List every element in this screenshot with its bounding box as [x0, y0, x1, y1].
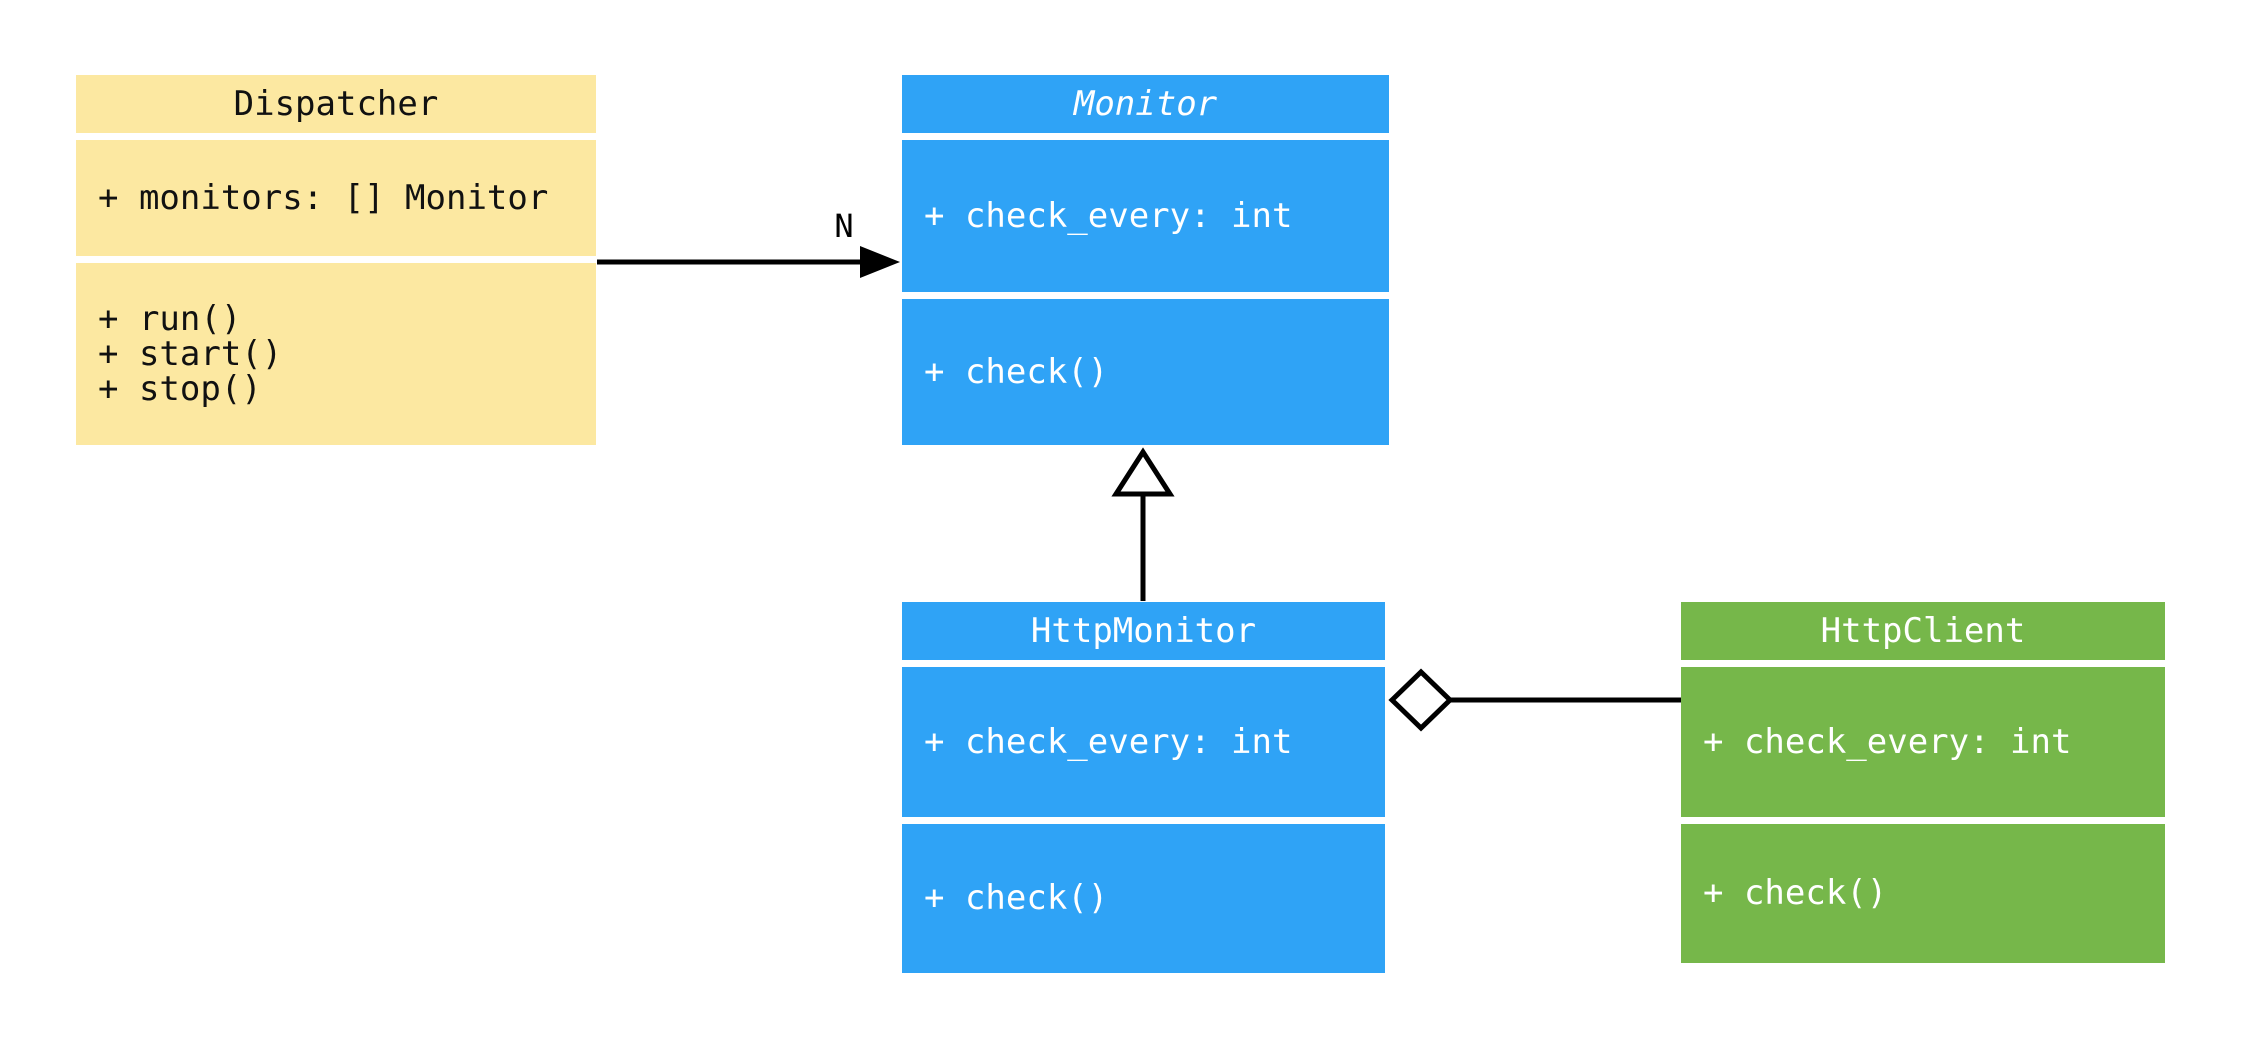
class-monitor-methods: + check()	[902, 299, 1389, 445]
class-httpclient[interactable]: HttpClient + check_every: int + check()	[1681, 602, 2165, 963]
class-monitor-title: Monitor	[902, 75, 1389, 133]
attribute: + check_every: int	[924, 721, 1293, 762]
class-monitor-attributes: + check_every: int	[902, 140, 1389, 292]
class-httpmonitor-methods: + check()	[902, 824, 1385, 973]
attribute: + check_every: int	[1703, 721, 2072, 762]
attribute: + check_every: int	[924, 195, 1293, 236]
arrowhead-filled	[860, 246, 900, 278]
class-httpclient-methods: + check()	[1681, 824, 2165, 963]
attribute: + monitors: [] Monitor	[98, 177, 549, 218]
class-dispatcher-attributes: + monitors: [] Monitor	[76, 140, 596, 256]
association-edge-dispatcher-monitor[interactable]	[597, 246, 900, 278]
class-dispatcher-title: Dispatcher	[76, 75, 596, 133]
generalization-edge-httpmonitor-monitor[interactable]	[1111, 447, 1175, 601]
method: + stop()	[98, 368, 262, 409]
method: + check()	[924, 878, 1109, 918]
method: + check()	[1703, 873, 1888, 913]
aggregation-edge-httpmonitor-httpclient[interactable]	[1388, 668, 1681, 732]
method: + start()	[98, 333, 283, 374]
class-httpclient-attributes: + check_every: int	[1681, 667, 2165, 817]
class-monitor[interactable]: Monitor + check_every: int + check()	[902, 75, 1389, 445]
association-multiplicity-label: N	[834, 207, 854, 245]
aggregation-diamond-icon	[1388, 668, 1454, 732]
class-httpmonitor-attributes: + check_every: int	[902, 667, 1385, 817]
method: + check()	[924, 351, 1109, 392]
inheritance-triangle-icon	[1111, 447, 1175, 497]
class-httpmonitor-title: HttpMonitor	[902, 602, 1385, 660]
class-httpclient-title: HttpClient	[1681, 602, 2165, 660]
method: + run()	[98, 298, 242, 339]
class-dispatcher-methods: + run() + start() + stop()	[76, 263, 596, 445]
class-dispatcher[interactable]: Dispatcher + monitors: [] Monitor + run(…	[76, 75, 596, 445]
class-httpmonitor[interactable]: HttpMonitor + check_every: int + check()	[902, 602, 1385, 973]
